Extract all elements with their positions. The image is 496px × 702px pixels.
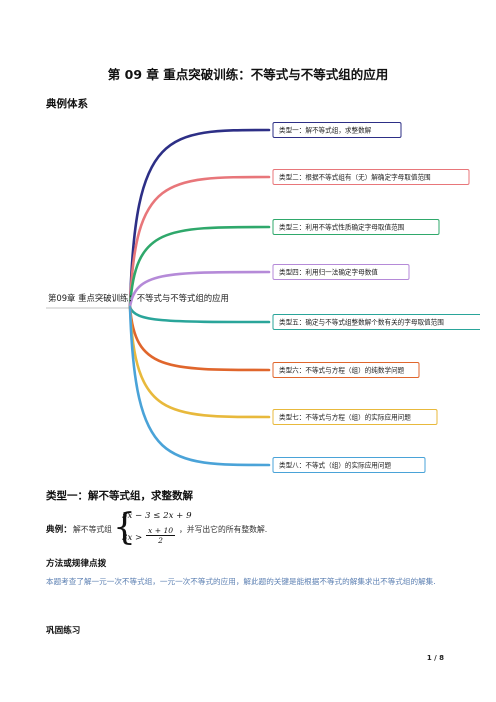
mindmap-branch-line [128,305,271,467]
mindmap-node-6: 类型六：不等式与方程（组）的纯数学问题 [272,362,420,378]
mindmap-node-label: 类型四：利用归一法确定字母数值 [279,267,378,276]
left-brace-symbol: { [113,507,136,548]
mindmap-branch-line [128,225,271,309]
example-tail-text: ，并写出它的所有整数解. [179,525,268,534]
mindmap-branch-line [128,128,271,309]
mindmap-branch-line [128,305,271,324]
mindmap-node-3: 类型三：利用不等式性质确定字母取值范围 [272,219,440,235]
fraction-denominator: 2 [158,536,163,545]
mindmap-node-1: 类型一：解不等式组，求整数解 [272,122,402,138]
page-number: 1 / 8 [426,654,444,662]
mindmap-node-label: 类型五：确定与不等式组整数解个数有关的字母取值范围 [279,317,444,326]
mindmap-node-8: 类型八：不等式（组）的实际应用问题 [272,457,426,473]
mindmap-node-label: 类型七：不等式与方程（组）的实际应用问题 [279,412,411,421]
mindmap-node-box [272,264,410,280]
mindmap-branch-line [128,270,271,309]
example-lead-text: 解不等式组 [73,525,112,534]
mindmap-branch-line [128,305,271,419]
mindmap-node-7: 类型七：不等式与方程（组）的实际应用问题 [272,409,438,425]
mindmap-node-label: 类型三：利用不等式性质确定字母取值范围 [279,222,405,231]
fraction-numerator: x + 10 [146,526,176,536]
mindmap-branch-line [128,305,271,372]
inequality-line-2-left: 3x > [122,533,143,543]
mindmap-node-label: 类型一：解不等式组，求整数解 [279,125,372,134]
section-heading-practice: 巩固练习 [46,626,81,636]
inequality-fraction: x + 10 2 [146,526,176,545]
mindmap-diagram: 类型一：解不等式组，求整数解类型二：根据不等式组有（无）解确定字母取值范围类型三… [46,122,480,473]
mindmap-center-topic: 第09章 重点突破训练：不等式与不等式组的应用 [48,293,229,303]
mindmap-node-box [272,457,426,473]
mindmap-node-4: 类型四：利用归一法确定字母数值 [272,264,410,280]
mindmap-node-label: 类型六：不等式与方程（组）的纯数学问题 [279,365,405,374]
inequality-system: { 5x − 3 ≤ 2x + 9 3x > x + 10 2 [113,507,192,550]
method-body-text: 本题考查了解一元一次不等式组，一元一次不等式的应用，解此题的关键是能根据不等式的… [46,577,436,586]
page-title: 第 09 章 重点突破训练：不等式与不等式组的应用 [107,67,389,82]
mindmap-node-label: 类型二：根据不等式组有（无）解确定字母取值范围 [279,172,431,181]
mindmap-node-box [272,122,402,138]
mindmap-node-5: 类型五：确定与不等式组整数解个数有关的字母取值范围 [272,314,480,330]
section-heading-type1: 类型一：解不等式组，求整数解 [46,490,193,502]
mindmap-node-box [272,362,420,378]
mindmap-node-box [272,169,470,185]
mindmap-node-2: 类型二：根据不等式组有（无）解确定字母取值范围 [272,169,470,185]
mindmap-node-box [272,409,438,425]
inequality-line-1: 5x − 3 ≤ 2x + 9 [122,511,192,521]
mindmap-node-box [272,219,440,235]
section-heading-method: 方法或规律点拨 [46,559,107,569]
example-label: 典例： [46,525,72,535]
mindmap-node-box [272,314,480,330]
section-heading-typical: 典例体系 [46,98,88,110]
mindmap-node-label: 类型八：不等式（组）的实际应用问题 [279,460,391,469]
mindmap-branch-line [128,175,271,309]
